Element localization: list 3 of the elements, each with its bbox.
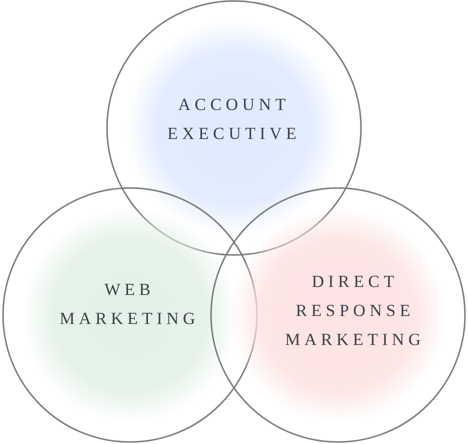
circle-label: WEB MARKETING xyxy=(58,279,200,330)
circle-label: DIRECT RESPONSE MARKETING xyxy=(284,271,426,351)
circle-label: ACCOUNT EXECUTIVE xyxy=(166,94,302,145)
